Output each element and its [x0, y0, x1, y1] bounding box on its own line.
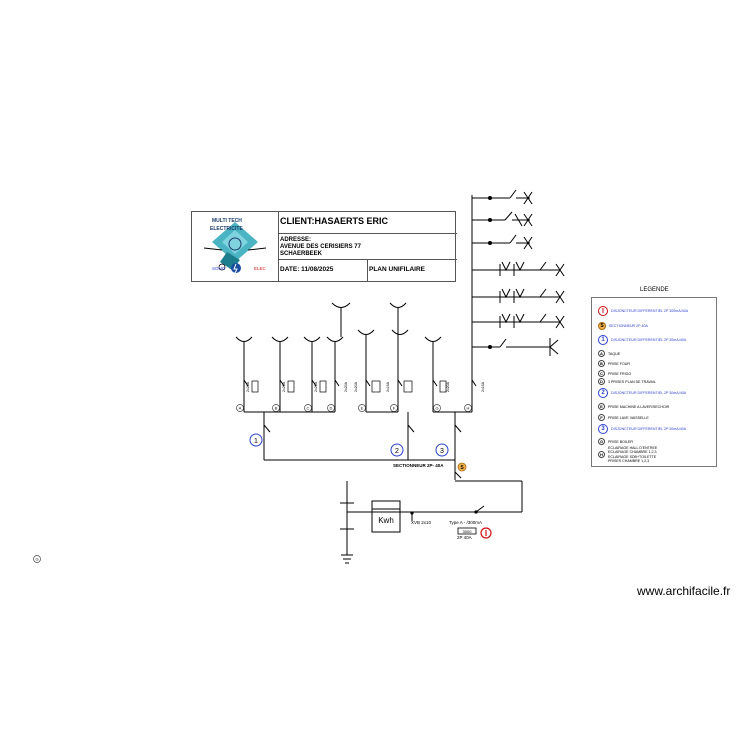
- address-line-1: AVENUE DES CERISIERS 77: [280, 244, 361, 250]
- rating-a: 2x20A: [246, 381, 250, 392]
- group-number-1: 1: [254, 438, 258, 445]
- letter-a-icon: A: [598, 350, 605, 357]
- circuit-letter-h: H: [467, 406, 470, 411]
- legend-item-f: F PRISE LAVE VAISSELLE: [598, 414, 649, 421]
- rating-f: 2x16A: [386, 381, 390, 392]
- letter-h-icon: H: [598, 451, 605, 459]
- circuit-letter-d: D: [330, 406, 333, 411]
- legend-item-c: C PRISE FRIGO: [598, 370, 631, 377]
- rating-box: [457, 527, 477, 535]
- legend: I DISJONCTEUR DIFFERENTIEL 2P 300mA/40A …: [591, 297, 717, 467]
- legend-item-e: E PRISE MACHINE A LAVER/SECHOIR: [598, 403, 669, 410]
- svg-text:S: S: [460, 465, 464, 471]
- legend-item-group-2: 2 DISJONCTEUR DIFFERENTIEL 2P 30mA/40A: [598, 388, 686, 398]
- stray-symbol: G: [35, 557, 38, 562]
- letter-d-icon: D: [598, 378, 605, 385]
- plan-date: DATE: 11/08/2025: [280, 266, 334, 273]
- logo-text-2: ELECTRICITE: [210, 226, 243, 232]
- legend-item-a: A TAQUE: [598, 350, 620, 357]
- group-1-icon: 1: [598, 335, 608, 345]
- letter-g-icon: G: [598, 438, 605, 445]
- circuit-letter-c: C: [307, 406, 310, 411]
- legend-item-group-1: 1 DISJONCTEUR DIFFERENTIEL 2P 30mA/40A: [598, 335, 686, 345]
- letter-f-icon: F: [598, 414, 605, 421]
- rating-h: 2x16A: [481, 381, 485, 392]
- circuit-letter-a: A: [239, 406, 242, 411]
- client-name: CLIENT:HASAERTS ERIC: [280, 216, 389, 226]
- logo-tag-left: SOHO: [212, 266, 226, 271]
- letter-e-icon: E: [598, 403, 605, 410]
- kwh-label: Kwh: [378, 516, 394, 525]
- plan-type: PLAN UNIFILAIRE: [369, 266, 425, 273]
- rating-box-label: 3000: [463, 529, 473, 534]
- circuit-drops: [235, 302, 477, 400]
- watermark: www.archifacile.fr: [637, 584, 731, 598]
- circuit-letter-f: F: [393, 406, 396, 411]
- legend-item-h: H ECLAIRAGE HALL D'ENTREE ECLAIRAGE CHAM…: [598, 446, 657, 464]
- kwh-meter: [371, 500, 401, 533]
- right-feeders: [472, 189, 565, 356]
- red-rcd-icon: I: [598, 306, 608, 316]
- legend-item-sectionneur: S SECTIONNEUR 2P 40A: [598, 322, 648, 330]
- logo-tag-right: ELEC: [254, 266, 266, 271]
- circuit-letter-g: G: [435, 406, 438, 411]
- type-label: Type A - /300mA: [449, 520, 482, 525]
- sectionneur-label: SECTIONNEUR 2P- 40A: [393, 463, 444, 468]
- rating-g: 2x20A: [446, 381, 450, 392]
- legend-item-d: D 3 PRISES PLAN DE TRAVAIL: [598, 378, 656, 385]
- legend-item-group-3: 3 DISJONCTEUR DIFFERENTIEL 2P 30mA/40A: [598, 424, 686, 434]
- legend-item-g: G PRISE BOILER: [598, 438, 633, 445]
- group-3-icon: 3: [598, 424, 608, 434]
- legend-title: LEGENDE: [640, 287, 669, 293]
- rating-e: 2x20A: [354, 381, 358, 392]
- rating-d: 2x20A: [344, 381, 348, 392]
- group-number-2: 2: [395, 448, 399, 455]
- rating-b: 2x20A: [282, 381, 286, 392]
- rating-c: 2x20A: [314, 381, 318, 392]
- title-block: MULTI TECH ELECTRICITE SOHO ELEC CLIENT:…: [191, 211, 457, 282]
- group-2-icon: 2: [598, 388, 608, 398]
- sectionneur-legend-icon: S: [598, 322, 606, 330]
- main-rcd-icon: [480, 527, 492, 539]
- circuit-letter-b: B: [275, 406, 278, 411]
- address: ADRESSE: AVENUE DES CERISIERS 77 SCHAERB…: [280, 237, 361, 258]
- sectionneur-icon: [457, 462, 467, 472]
- company-logo: MULTI TECH ELECTRICITE SOHO ELEC: [192, 212, 279, 281]
- letter-b-icon: B: [598, 360, 605, 367]
- letter-c-icon: C: [598, 370, 605, 377]
- circuit-letter-e: E: [361, 406, 364, 411]
- group-number-3: 3: [440, 448, 444, 455]
- cable-label: XVB 2x10: [411, 520, 432, 525]
- breaker-label: 2P 40A: [457, 535, 472, 540]
- logo-text-1: MULTI TECH: [212, 218, 242, 224]
- address-line-2: SCHAERBEEK: [280, 251, 323, 257]
- legend-item-b: B PRISE FOUR: [598, 360, 630, 367]
- legend-item-main-rcd: I DISJONCTEUR DIFFERENTIEL 2P 300mA/40A: [598, 306, 688, 316]
- address-label: ADRESSE:: [280, 237, 312, 243]
